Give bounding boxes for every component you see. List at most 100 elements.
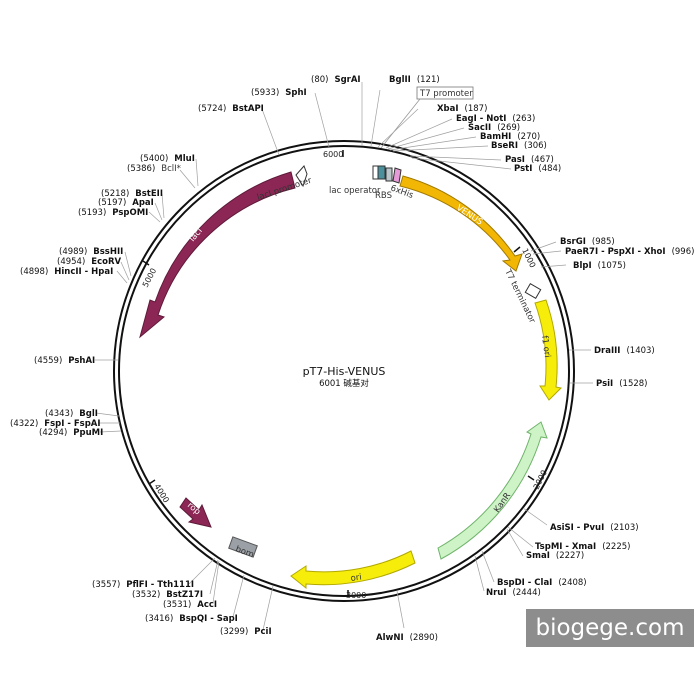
leader-tspmi bbox=[507, 526, 534, 548]
site-label-tspmi: TspMI - XmaI(2225) bbox=[535, 542, 630, 552]
feature-bom-box bbox=[228, 536, 258, 558]
site-label-eagi-noti: EagI - NotI(263) bbox=[456, 114, 535, 124]
leader-ppumi bbox=[99, 430, 122, 433]
site-label-blpi: BlpI(1075) bbox=[573, 261, 626, 271]
backbone-outer bbox=[113, 140, 575, 602]
leader-xhoi bbox=[532, 250, 562, 255]
site-label-pasi: PasI(467) bbox=[505, 155, 554, 165]
t7-promoter-label: T7 promoter bbox=[419, 89, 473, 99]
site-label-bstz17i: (3532)BstZ17I bbox=[132, 590, 203, 600]
feature-t7-terminator-box bbox=[524, 282, 542, 300]
plasmid-size: 6001 碱基对 bbox=[319, 378, 369, 389]
leader-psti bbox=[411, 157, 512, 170]
leader-pflfi bbox=[188, 557, 216, 585]
leader-bspdi bbox=[481, 550, 495, 583]
leader-xbai bbox=[377, 108, 419, 148]
feature-laci-arrow bbox=[139, 171, 296, 339]
leader-mlui bbox=[195, 158, 199, 187]
leader-bstapi bbox=[261, 108, 280, 156]
site-label-asisi: AsiSI - PvuI(2103) bbox=[550, 523, 639, 533]
site-label-mlui: (5400)MluI bbox=[140, 154, 195, 164]
site-label-bsteii: (5218)BstEII bbox=[101, 189, 163, 199]
leader-asisi bbox=[522, 507, 548, 526]
leader-bseri bbox=[392, 145, 489, 152]
site-label-bglii: BglII(121) bbox=[389, 75, 440, 85]
feature-label-f1-ori: f1 ori bbox=[539, 335, 552, 358]
feature-label-lac-operator: lac operator bbox=[329, 186, 381, 196]
site-label-bspdi: BspDI - ClaI(2408) bbox=[497, 578, 587, 588]
leader-pcii bbox=[262, 585, 274, 631]
site-label-xbai: XbaI(187) bbox=[437, 104, 487, 114]
site-label-fspi: (4322)FspI - FspAI bbox=[10, 419, 101, 429]
leader-sacii bbox=[387, 127, 465, 150]
site-label-bsrgi: BsrGI(985) bbox=[560, 237, 615, 247]
site-label-bcli: (5386)BclI* bbox=[127, 164, 181, 174]
tick-label-3000: 3000 bbox=[346, 591, 366, 600]
site-label-pshai: (4559)PshAI bbox=[34, 356, 95, 366]
leader-nrui bbox=[474, 555, 485, 592]
site-label-pspomi: (5193)PspOMI bbox=[78, 208, 148, 218]
site-label-nrui: NruI(2444) bbox=[486, 588, 541, 598]
leader-apai bbox=[154, 202, 163, 221]
leader-bstz17i bbox=[209, 559, 219, 595]
tick-4000 bbox=[148, 479, 156, 485]
leader-bamhi bbox=[389, 136, 477, 151]
site-label-psti: PstI(484) bbox=[514, 164, 561, 174]
leader-bsteii bbox=[161, 193, 165, 219]
site-label-draiii: DraIII(1403) bbox=[594, 346, 655, 356]
leader-bsrgi bbox=[530, 241, 557, 252]
feature-ori-arrow bbox=[290, 550, 416, 590]
feature-label-ori: ori bbox=[350, 573, 362, 584]
leader-pasi bbox=[409, 155, 502, 161]
feature-kanr-arrow bbox=[437, 421, 548, 560]
site-label-paer7i: PaeR7I - PspXI - XhoI(996) bbox=[565, 247, 694, 257]
site-label-sgrai: (80)SgrAI bbox=[311, 75, 361, 85]
leader-bglii bbox=[370, 89, 381, 147]
leader-blpi bbox=[540, 264, 567, 268]
feature-label-rbs: RBS bbox=[375, 191, 392, 201]
feature-rop-arrow bbox=[179, 497, 212, 528]
t7-promoter-leader bbox=[380, 98, 421, 149]
leader-eagi bbox=[385, 118, 453, 149]
site-label-pcii: (3299)PciI bbox=[220, 627, 272, 637]
leader-bsshii bbox=[124, 251, 132, 277]
site-label-sacii: SacII(269) bbox=[468, 123, 520, 133]
feature-label-venus: VENUS bbox=[454, 203, 484, 227]
tick-label-6000: 6000 bbox=[323, 150, 343, 159]
leader-hincii bbox=[116, 270, 128, 284]
backbone-inner bbox=[118, 145, 570, 597]
watermark: biogege.com bbox=[526, 609, 694, 647]
site-label-alwni: AlwNI(2890) bbox=[376, 633, 438, 643]
site-label-pflfi: (3557)PflFI - Tth111I bbox=[92, 580, 194, 590]
feature-laci-promoter-arrow bbox=[295, 165, 308, 188]
leader-bcli bbox=[179, 169, 196, 189]
site-label-bgli: (4343)BglI bbox=[45, 409, 98, 419]
tick-2000 bbox=[527, 475, 535, 481]
leader-smai bbox=[506, 528, 524, 557]
site-label-smai: SmaI(2227) bbox=[526, 551, 584, 561]
site-label-ppumi: (4294)PpuMI bbox=[39, 428, 103, 438]
leader-ecorv bbox=[120, 261, 130, 281]
feature-rbs-mid-box bbox=[385, 167, 393, 182]
site-label-bamhi: BamHI(270) bbox=[480, 132, 540, 142]
site-label-sphi: (5933)SphI bbox=[251, 88, 307, 98]
plasmid-title: pT7-His-VENUS bbox=[303, 365, 386, 378]
feature-6xhis-box bbox=[392, 167, 402, 184]
site-label-bsshii: (4989)BssHII bbox=[59, 247, 123, 257]
leader-sphi bbox=[314, 92, 330, 148]
site-label-hincii: (4898)HincII - HpaI bbox=[20, 267, 113, 277]
leader-pspomi bbox=[148, 211, 161, 223]
site-label-acci: (3531)AccI bbox=[163, 600, 217, 610]
tick-5000 bbox=[142, 260, 150, 266]
leader-bgli bbox=[95, 412, 120, 417]
feature-rbs-box bbox=[377, 165, 386, 180]
feature-f1-ori-arrow bbox=[534, 299, 563, 401]
site-label-apai: (5197)ApaI bbox=[98, 198, 154, 208]
leader-alwni bbox=[396, 590, 405, 629]
site-label-bseri: BseRI(306) bbox=[491, 141, 547, 151]
t7-promoter-label-box bbox=[416, 86, 474, 100]
site-label-ecorv: (4954)EcoRV bbox=[57, 257, 121, 267]
feature-venus-arrow bbox=[399, 175, 523, 272]
leader-bspqi bbox=[232, 574, 245, 618]
